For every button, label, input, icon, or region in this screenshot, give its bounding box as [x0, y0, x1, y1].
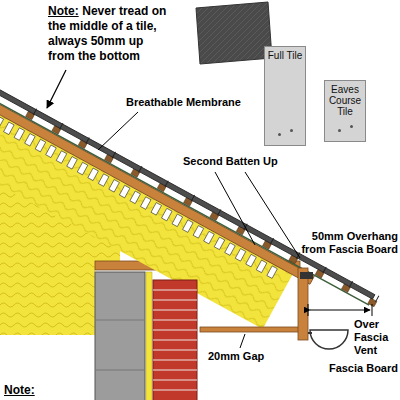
block-wall	[95, 272, 145, 400]
callout-label: Fascia Board	[314, 362, 398, 375]
leader-line	[215, 172, 255, 245]
dimension	[308, 304, 309, 316]
callout-label: 50mm Overhang from Fascia Board	[298, 230, 398, 256]
tile-shape: Eaves Course Tile	[324, 80, 366, 142]
cavity-insulation	[146, 272, 152, 400]
nail-hole	[338, 129, 341, 132]
tile-label: Full Tile	[267, 50, 303, 61]
nail-hole	[278, 133, 281, 136]
fascia-vent	[300, 272, 313, 279]
soffit	[200, 327, 300, 332]
leader-line	[245, 172, 300, 258]
callout-label: 20mm Gap	[208, 350, 284, 363]
brick-wall	[153, 280, 197, 400]
callout-label: Breathable Membrane	[126, 96, 248, 109]
callout-label: Note:	[48, 4, 79, 18]
tile-shape: Full Tile	[264, 46, 306, 146]
callout-label: Second Batten Up	[183, 155, 283, 168]
nail-hole	[350, 125, 353, 128]
nail-hole	[290, 129, 293, 132]
tile-label: Eaves Course Tile	[327, 84, 363, 117]
tiles	[0, 73, 375, 299]
callout-label: Note:	[4, 384, 64, 397]
leader-line	[47, 70, 66, 108]
callout-label: Over Fascia Vent	[354, 318, 398, 357]
leader-line	[98, 112, 138, 150]
leader-line	[240, 334, 245, 348]
slate-tile	[196, 2, 272, 64]
gutter	[310, 330, 348, 349]
note-block: Note:Never tread on the middle of a tile…	[48, 4, 172, 64]
